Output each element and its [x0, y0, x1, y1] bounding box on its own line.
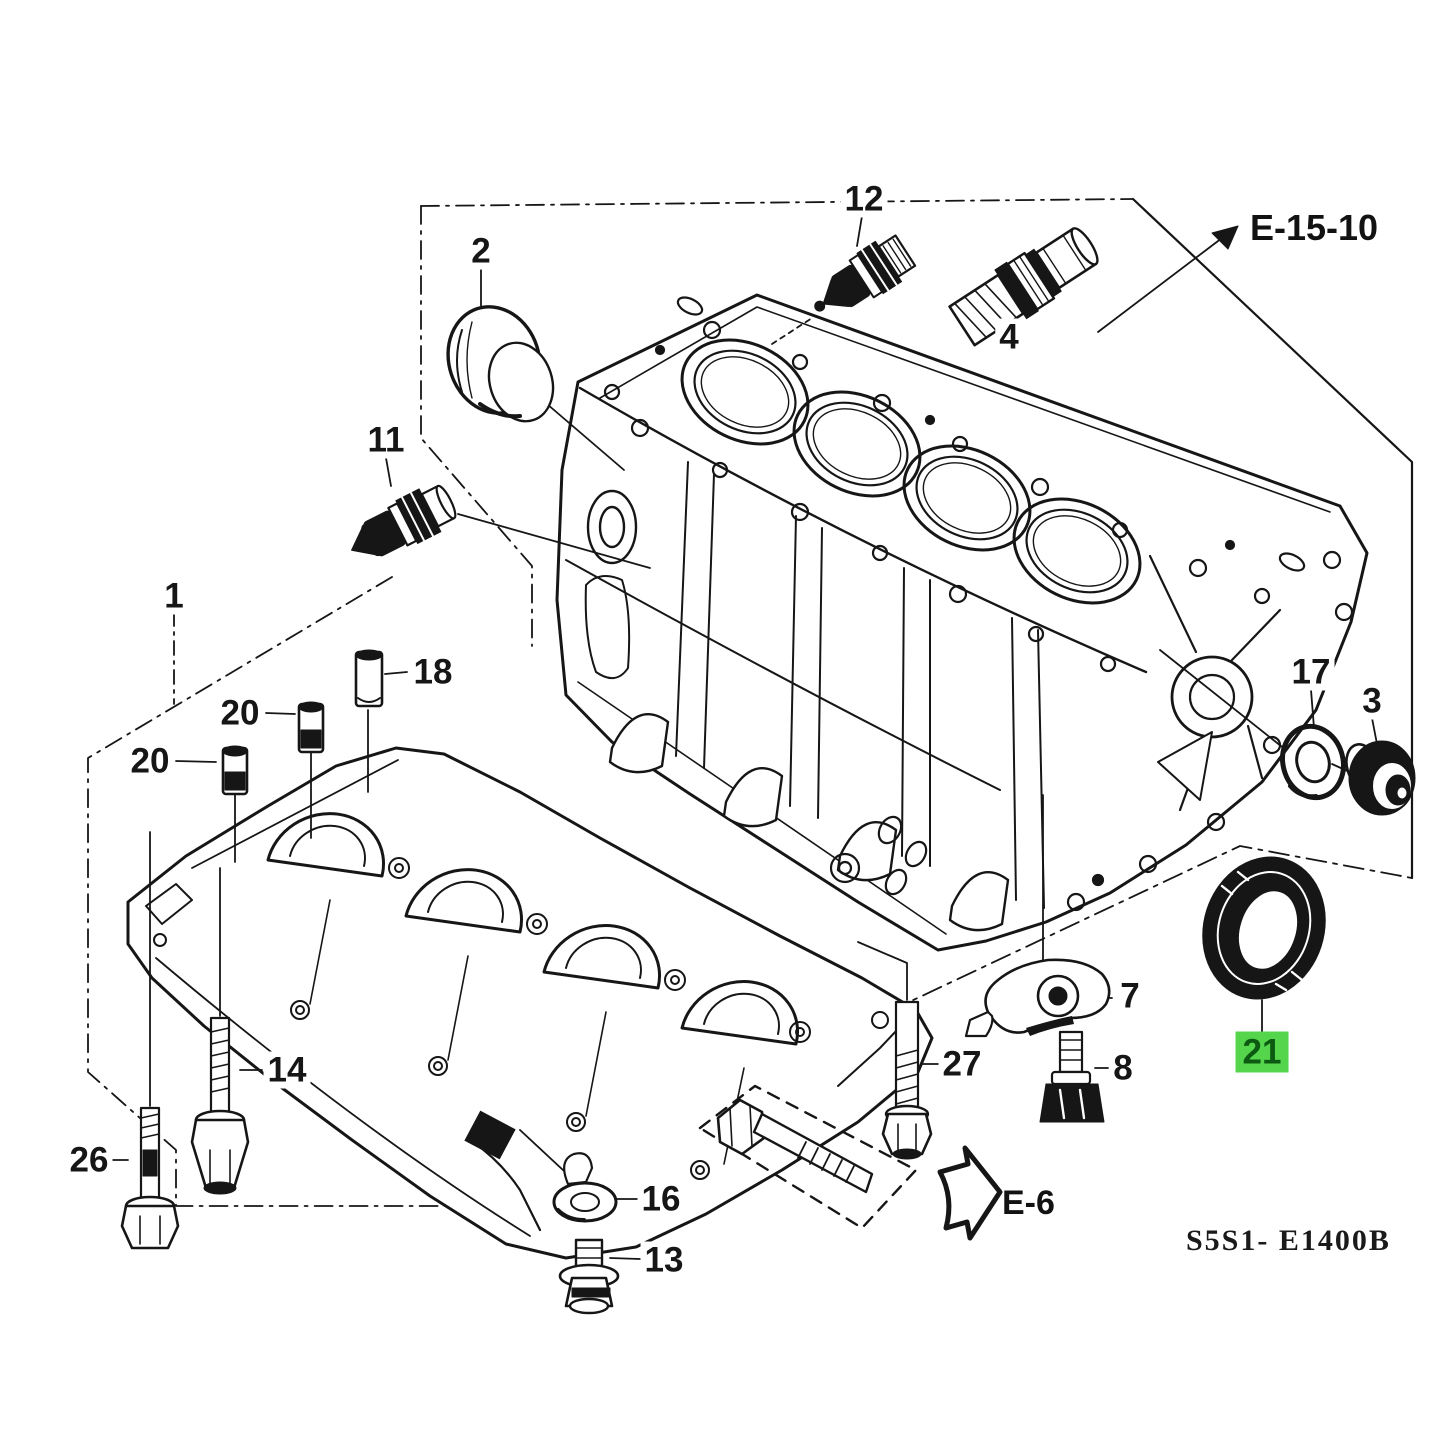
- block-left-face: [584, 489, 638, 679]
- part-callout-18: 18: [409, 653, 457, 691]
- part-callout-27: 27: [938, 1045, 986, 1083]
- gasket-holes: [603, 296, 1306, 673]
- part-callout-16: 16: [637, 1180, 685, 1218]
- block-mount-foot: [829, 815, 928, 896]
- bedplate-bolt-bosses: [290, 857, 889, 1180]
- part-3-sealing-bolt: [1345, 740, 1416, 816]
- part-21-oil-seal: [1202, 856, 1326, 1000]
- part-17-seal-ring: [1280, 723, 1346, 801]
- part-8-bolt: [1039, 1030, 1105, 1123]
- part-callout-12: 12: [840, 180, 888, 218]
- part-callout-26: 26: [65, 1141, 113, 1179]
- part-26-bolt: [120, 1106, 180, 1250]
- part-16-washer: [552, 1152, 618, 1223]
- part-18-dowel-pin: [354, 649, 384, 708]
- block-bearing-arches: [608, 713, 1010, 932]
- part-callout-3: 3: [1358, 682, 1386, 720]
- part-12-sensor: [814, 234, 917, 312]
- part-13-drain-bolt: [558, 1238, 620, 1315]
- ref-label-e-15-10: E-15-10: [1250, 207, 1379, 248]
- e6-arrow-icon: [937, 1145, 1003, 1241]
- part-callout-17: 17: [1287, 653, 1335, 691]
- part-20-dowel-pin-b: [221, 745, 249, 796]
- part-callout-2: 2: [467, 232, 495, 270]
- ref-label-e-6: E-6: [1002, 1184, 1055, 1222]
- part-11-oil-pressure-switch: [351, 484, 457, 557]
- e6-bolt: [716, 1098, 874, 1194]
- part-4-sensor: [948, 227, 1099, 347]
- part-callout-7: 7: [1116, 977, 1144, 1015]
- part-callout-20: 20: [216, 694, 264, 732]
- part-callout-21: 21: [1235, 1031, 1289, 1073]
- bedplate-bearing-arches: [266, 812, 800, 1046]
- part-callout-13: 13: [640, 1241, 688, 1279]
- cylinder-bores: [680, 338, 1142, 605]
- part-callout-4: 4: [995, 318, 1023, 356]
- part-2-sealing-plug: [446, 305, 555, 423]
- e6-dashed-callout: [698, 1084, 918, 1230]
- part-7-bracket: [964, 958, 1111, 1038]
- part-callout-8: 8: [1109, 1049, 1137, 1087]
- part-callout-20: 20: [126, 742, 174, 780]
- part-callout-1: 1: [160, 577, 188, 615]
- cylinder-block-drawing: [555, 293, 1369, 952]
- part-20-dowel-pin-a: [297, 701, 325, 754]
- diagram-code: S5S1- E1400B: [1186, 1224, 1391, 1257]
- leader-lines: [109, 215, 1378, 1260]
- part-14-bolt: [190, 1016, 250, 1195]
- part-27-bolt: [881, 1000, 933, 1160]
- part-callout-14: 14: [263, 1051, 311, 1089]
- part-callout-11: 11: [363, 421, 409, 459]
